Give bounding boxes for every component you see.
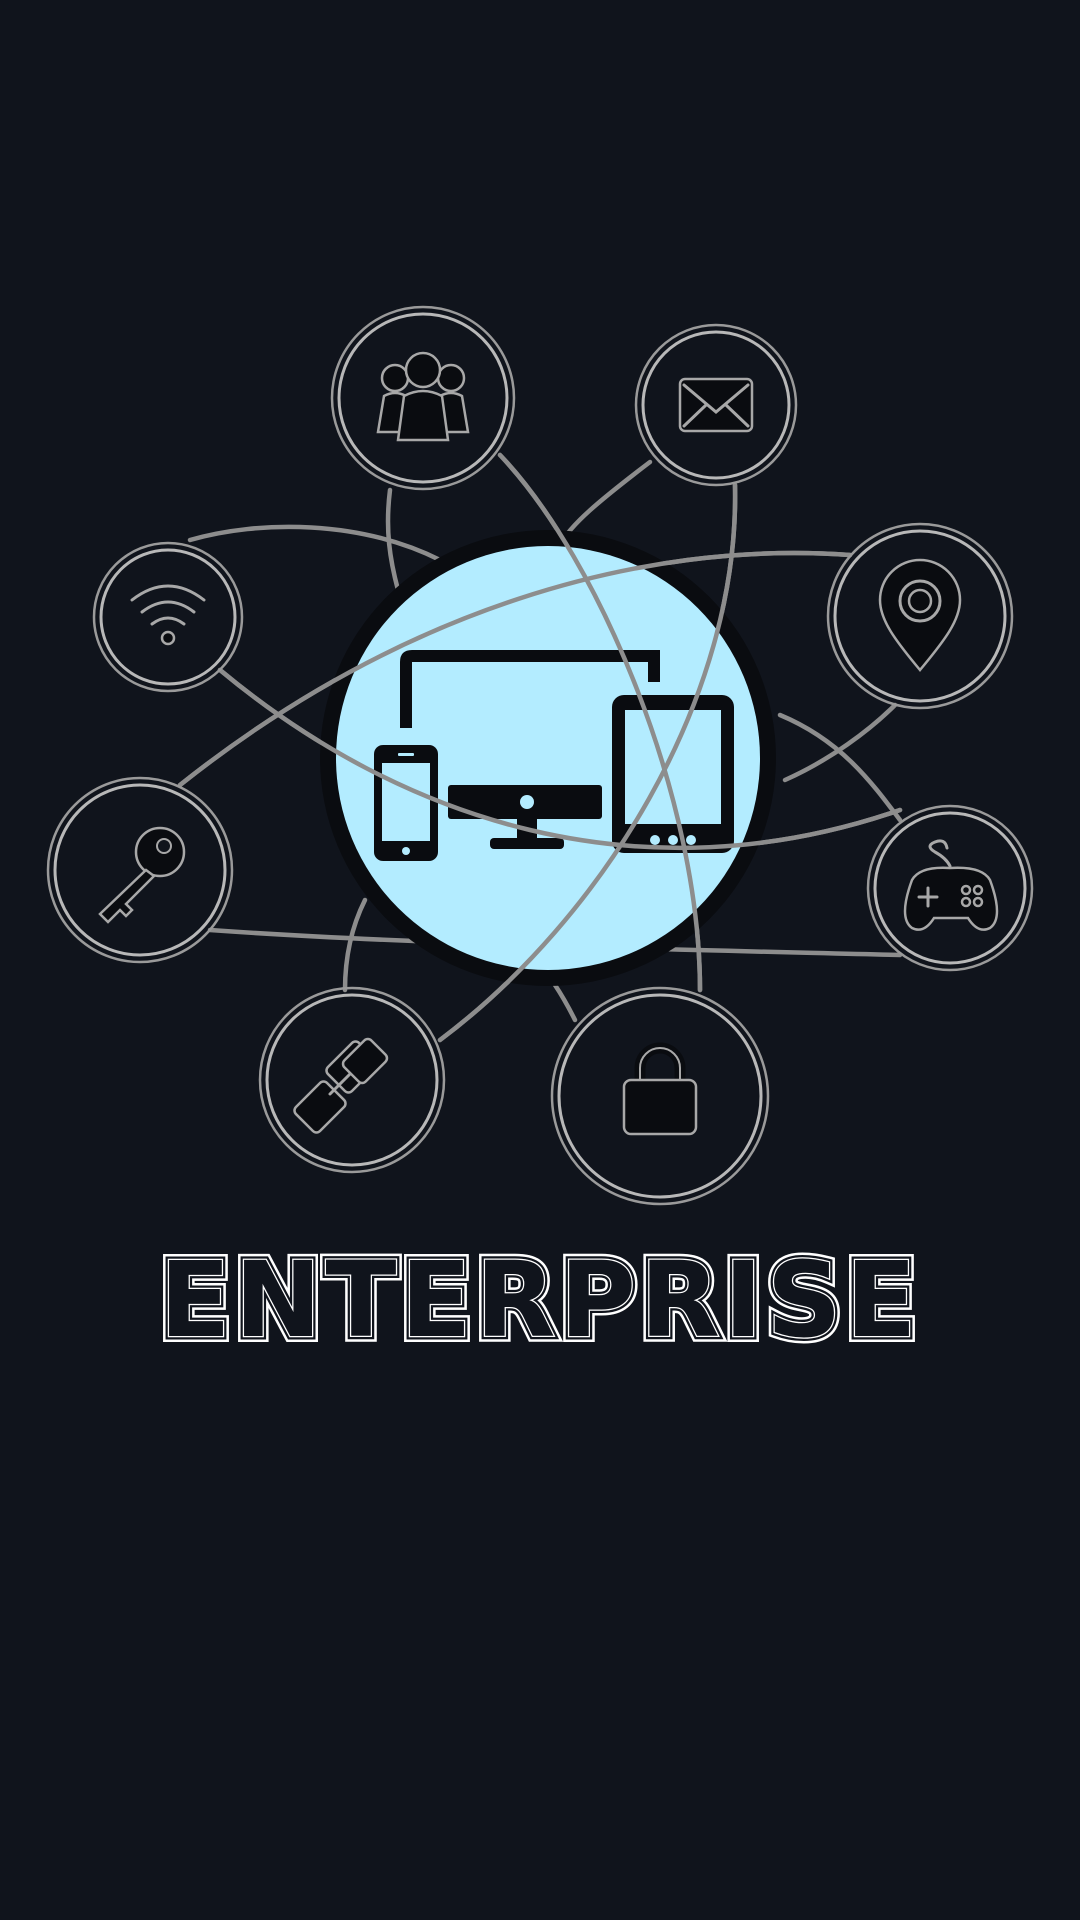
orbit-line [437, 482, 738, 1043]
location-pin-icon [878, 558, 962, 672]
gamepad-icon [903, 839, 999, 931]
orbit-line [777, 712, 903, 823]
orbit-line [782, 702, 898, 783]
orbit-line [217, 667, 903, 851]
link-icon [293, 1037, 389, 1134]
orbit-line [552, 982, 578, 1023]
lock-node [550, 986, 770, 1206]
wifi-icon [130, 584, 206, 646]
desktop-monitor-icon [400, 650, 660, 849]
link-node [258, 986, 446, 1174]
connectivity-illustration [46, 305, 1034, 1206]
mail-icon [678, 377, 754, 433]
orbit-line [385, 487, 401, 593]
smartphone-icon [374, 745, 438, 861]
device-hub [320, 530, 776, 986]
team-node [330, 305, 516, 491]
brand-wordmark: ENTERPRISE ENTERPRISE ENTERPRISE ENTERPR… [153, 1244, 922, 1354]
key-node [46, 776, 234, 964]
brand-name-core-stripe: ENTERPRISE [159, 1244, 920, 1354]
mail-node [634, 323, 798, 487]
orbit-line [187, 524, 443, 563]
team-icon [376, 351, 470, 442]
orbit-line [342, 897, 368, 993]
gamepad-node [866, 804, 1034, 972]
orbit-lines-front [177, 452, 903, 1043]
key-icon [98, 826, 186, 924]
orbit-line [177, 550, 853, 788]
brand-name: ENTERPRISE [159, 1244, 920, 1354]
wifi-node [92, 541, 244, 693]
location-node [826, 522, 1014, 710]
lock-icon [622, 1042, 698, 1136]
brand-name-inner-stripe: ENTERPRISE [159, 1244, 920, 1354]
orbit-line [497, 452, 703, 993]
brand-name-fill: ENTERPRISE [159, 1244, 920, 1354]
